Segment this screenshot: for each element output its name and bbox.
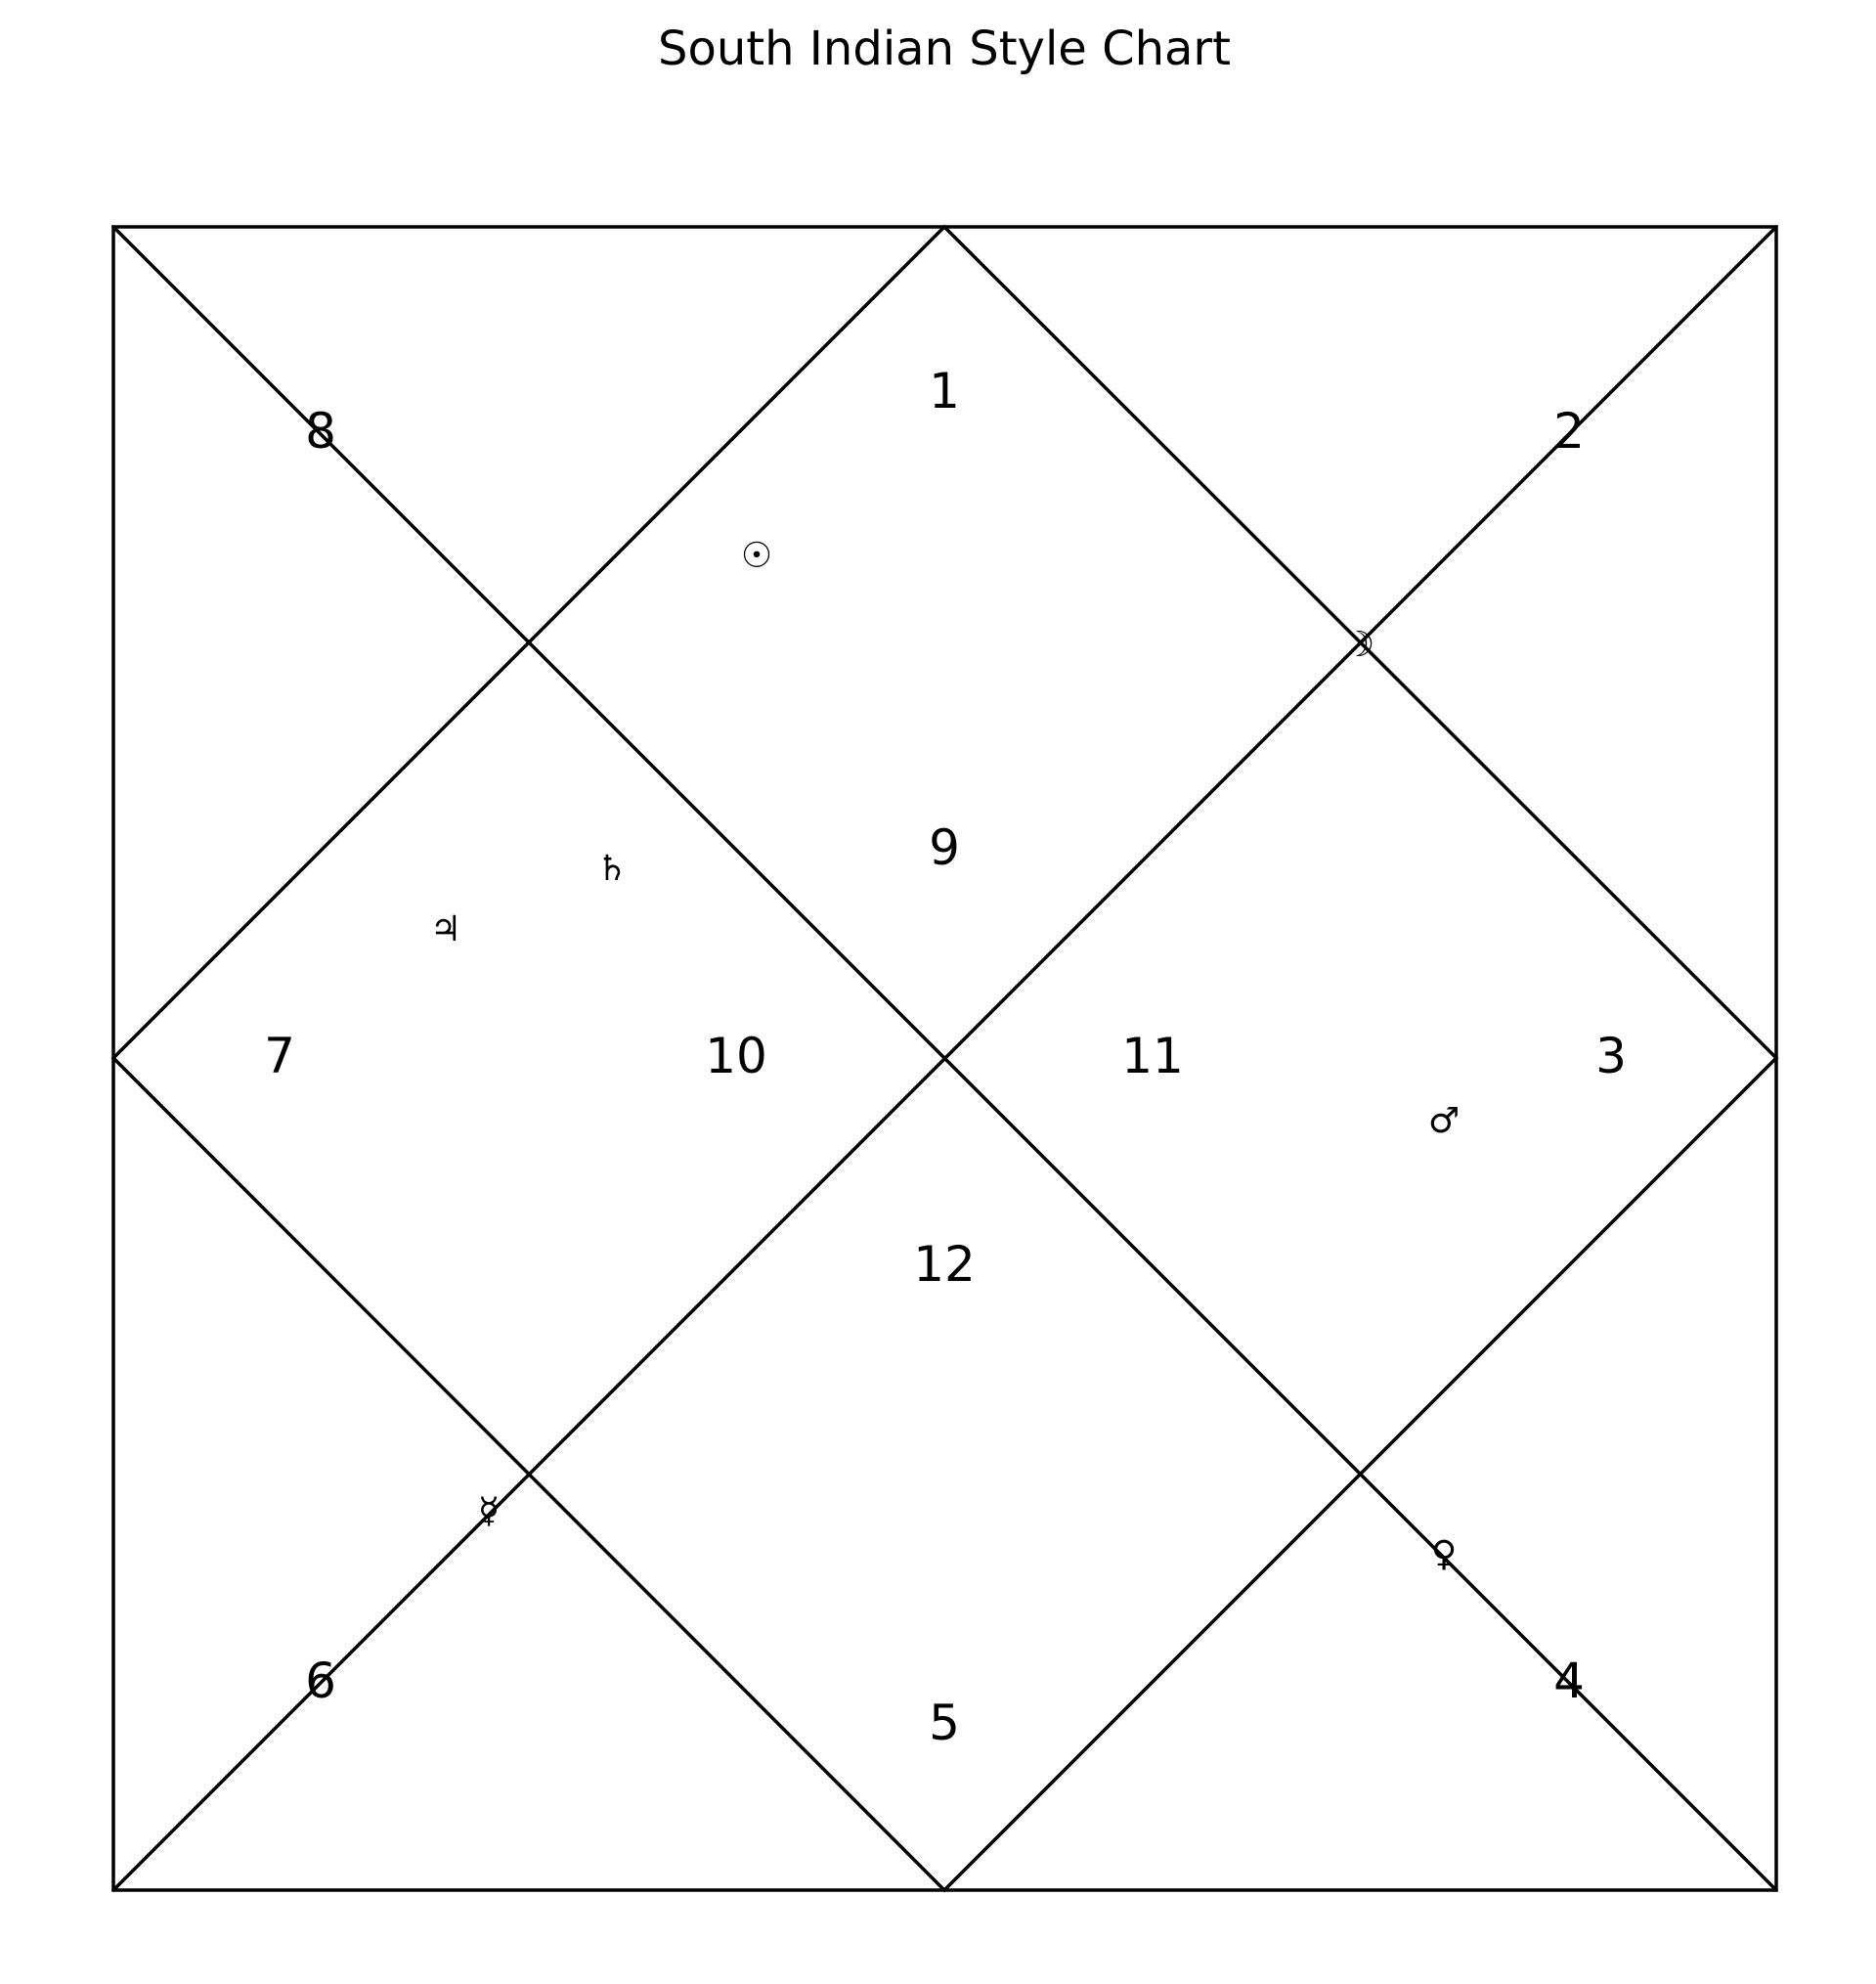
house-number-2: 2: [1553, 403, 1585, 460]
house-number-4: 4: [1553, 1653, 1585, 1709]
house-number-7: 7: [264, 1028, 295, 1084]
planet-glyphs: ☉ ☽ ♄ ♃ ♂ ☿ ♀: [430, 536, 1460, 1574]
saturn-icon: ♄: [596, 849, 628, 889]
house-numbers: 1 2 3 4 5 6 7 8 9 10 11 12: [264, 363, 1627, 1751]
chart-grid: [110, 224, 1779, 1893]
sun-icon: ☉: [741, 536, 772, 576]
venus-icon: ♀: [1431, 1534, 1457, 1574]
house-number-8: 8: [305, 403, 336, 460]
mars-icon: ♂: [1428, 1101, 1460, 1141]
mercury-icon: ☿: [478, 1491, 500, 1531]
house-number-11: 11: [1121, 1028, 1184, 1084]
diagonal-anti: [111, 225, 1778, 1892]
house-number-10: 10: [705, 1028, 767, 1084]
moon-icon: ☽: [1343, 625, 1374, 665]
jupiter-icon: ♃: [430, 909, 461, 949]
house-number-1: 1: [929, 363, 960, 419]
house-number-3: 3: [1595, 1028, 1627, 1084]
chart-title: South Indian Style Chart: [658, 22, 1231, 76]
house-number-5: 5: [929, 1695, 960, 1751]
house-number-6: 6: [305, 1653, 336, 1709]
house-number-12: 12: [913, 1236, 976, 1293]
inner-diamond: [110, 224, 1779, 1893]
house-number-9: 9: [929, 819, 960, 876]
